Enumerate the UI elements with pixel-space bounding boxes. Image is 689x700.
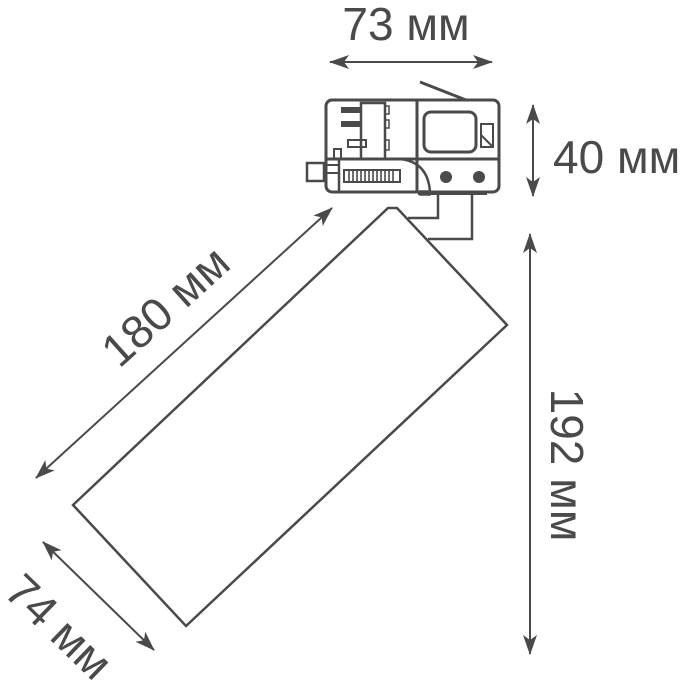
dim-label-180: 180 мм (91, 236, 239, 377)
track-adapter (305, 80, 501, 241)
adapter-lever (419, 80, 467, 102)
adapter-housing (324, 98, 501, 194)
spotlight-cylinder-body (71, 206, 509, 628)
dim-arrow-74 (42, 541, 155, 651)
adapter-window (422, 110, 478, 154)
adapter-ribbed-slider (343, 169, 401, 183)
dim-arrow-180 (35, 207, 333, 479)
adapter-screw (473, 171, 485, 183)
adapter-bracket (428, 194, 474, 241)
dim-label-74: 74 мм (0, 564, 123, 690)
adapter-side-clip (305, 161, 326, 183)
adapter-screw (440, 171, 452, 183)
adapter-contact-block (359, 101, 387, 161)
dim-label-40: 40 мм (553, 131, 680, 183)
dim-label-192: 192 мм (541, 389, 593, 542)
dim-label-73: 73 мм (342, 0, 469, 50)
adapter-bracket (408, 194, 440, 220)
